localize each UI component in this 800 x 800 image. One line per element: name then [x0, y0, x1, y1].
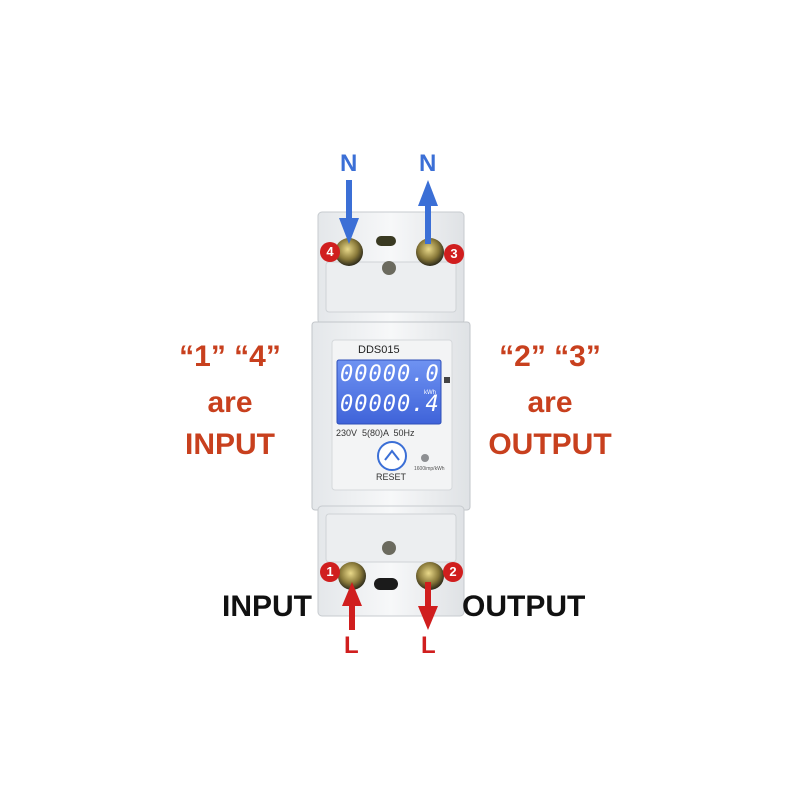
live-in-arrow [342, 582, 362, 630]
neutral-out-label: N [419, 150, 437, 177]
right-output-text: OUTPUT [488, 428, 612, 461]
terminal-2-badge: 2 [443, 562, 463, 582]
left-are-text: are [207, 386, 253, 419]
terminal-1-badge: 1 [320, 562, 340, 582]
live-out-label: L [421, 632, 436, 659]
lcd-reading-bottom: 00000.4 [340, 392, 440, 417]
terminal-3-badge: 3 [444, 244, 464, 264]
neutral-in-arrow [339, 180, 359, 244]
meter-model: DDS015 [358, 344, 400, 356]
neutral-in-label: N [340, 150, 358, 177]
lcd-unit: kWh [424, 390, 436, 396]
lcd-reading-top: 00000.0 [340, 362, 440, 387]
live-out-arrow [418, 582, 438, 630]
reset-label: RESET [376, 472, 407, 482]
bottom-output-label: OUTPUT [462, 590, 586, 623]
neutral-out-arrow [418, 180, 438, 244]
left-input-text: INPUT [185, 428, 275, 461]
meter-rating: 230V 5(80)A 50Hz [336, 428, 415, 438]
right-are-text: are [527, 386, 573, 419]
bottom-input-label: INPUT [222, 590, 312, 623]
live-in-label: L [344, 632, 359, 659]
reset-button[interactable] [378, 442, 406, 470]
imp-label: 1600imp/kWh [414, 466, 445, 472]
terminal-4-badge: 4 [320, 242, 340, 262]
left-terminal-numbers: “1” “4” [179, 340, 281, 373]
right-terminal-numbers: “2” “3” [499, 340, 601, 373]
